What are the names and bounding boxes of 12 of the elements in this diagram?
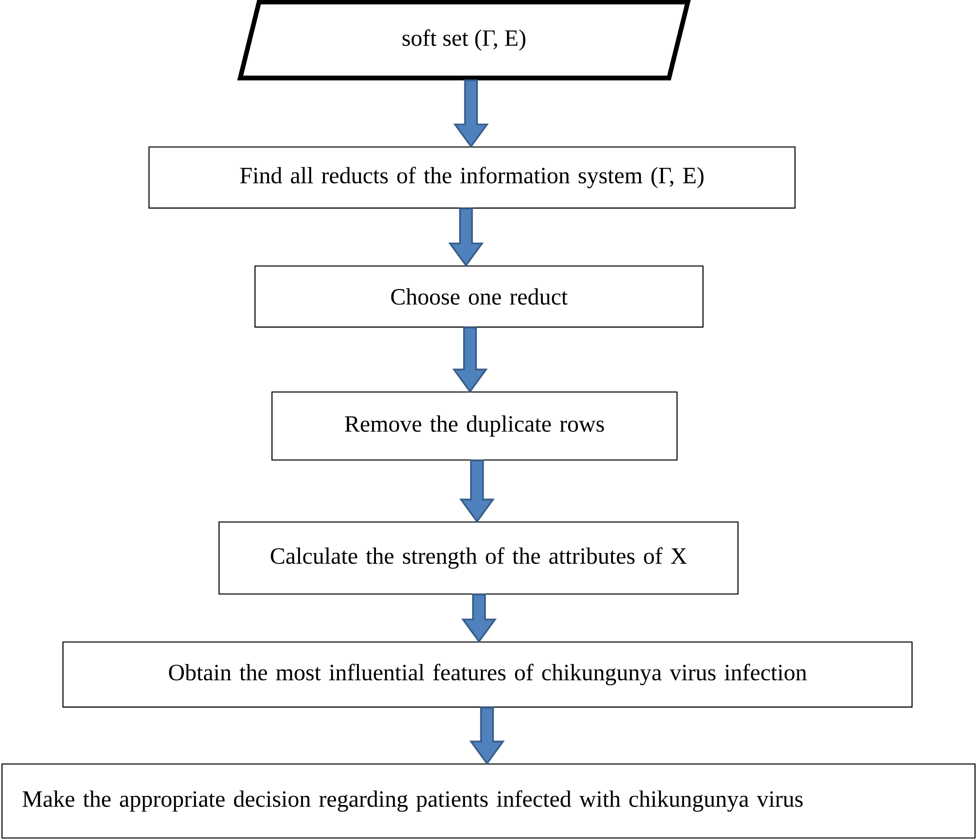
block-arrow [469, 706, 505, 765]
process-box: Choose one reduct [254, 265, 704, 328]
process-box: Calculate the strength of the attributes of X [218, 521, 738, 595]
block-arrow [448, 208, 484, 267]
process-box: Find all reducts of the information system (Γ, E) [148, 146, 796, 209]
process-box: Remove the duplicate rows [271, 391, 678, 461]
block-arrow [452, 326, 488, 393]
process-box: Obtain the most influential features of chikungunya virus infection [62, 641, 913, 708]
block-arrow [461, 594, 497, 643]
block-arrow [453, 79, 489, 148]
process-box: Make the appropriate decision regarding patients infected with chikungunya virus [1, 763, 976, 839]
block-arrow [459, 460, 495, 523]
